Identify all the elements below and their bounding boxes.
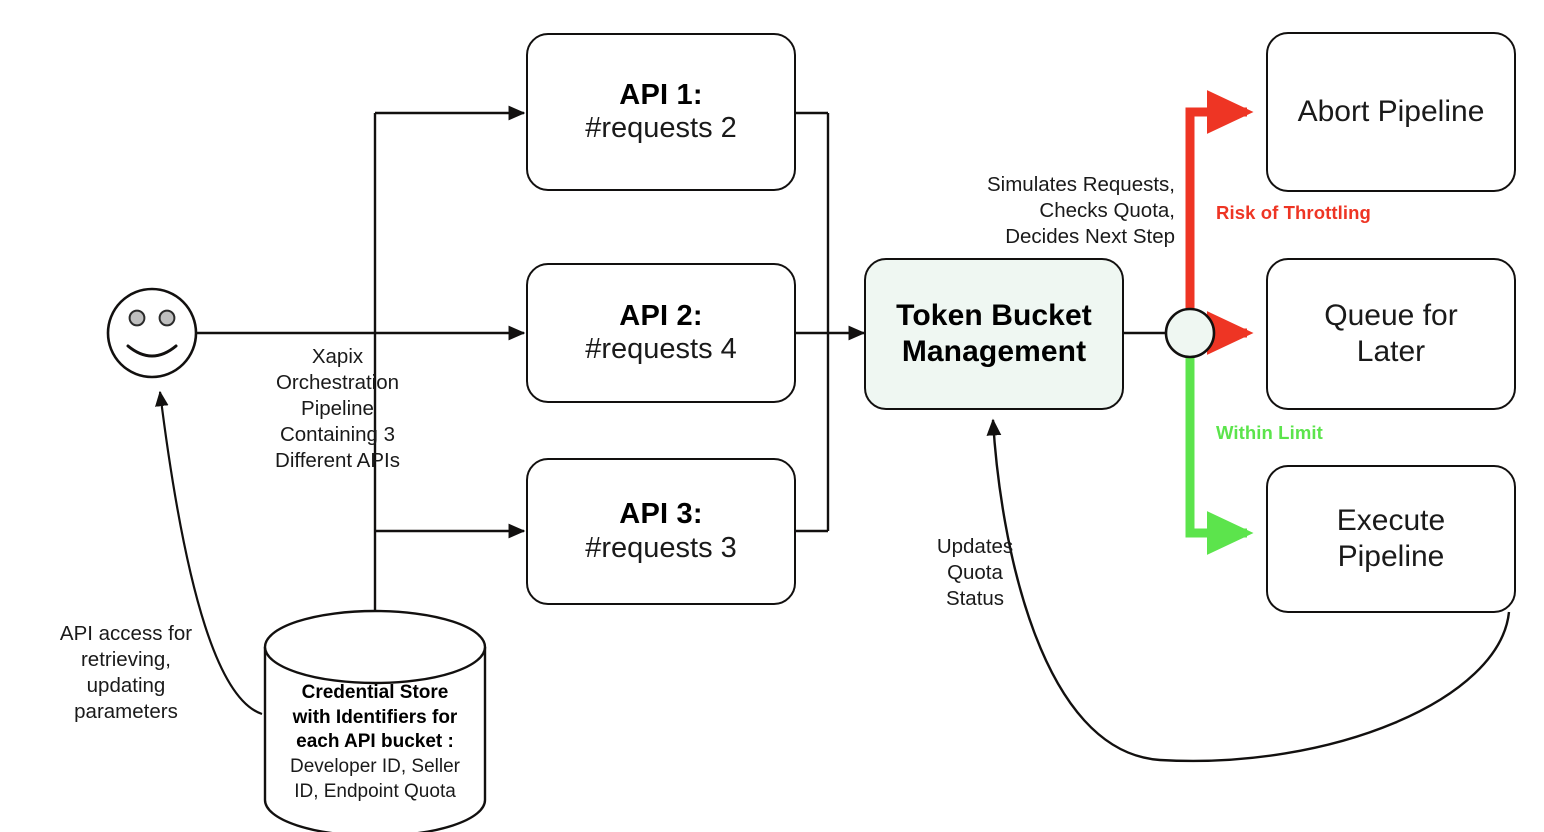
pipeline-label-line-4: Containing 3 — [279, 423, 396, 447]
credential-store-cylinder — [263, 609, 487, 832]
pipeline-description-label: Xapix Orchestration Pipeline Containing … — [245, 344, 430, 474]
api-node-3-title: API 3: — [619, 498, 703, 531]
credential-store-bold-line-1: Credential Store — [301, 682, 449, 703]
outcome-execute-label-line-2: Pipeline — [1337, 540, 1445, 573]
smiley-user-icon — [106, 287, 198, 379]
credential-access-line-2: retrieving, — [80, 648, 171, 672]
pipeline-label-line-3: Pipeline — [301, 397, 374, 421]
credential-access-line-3: updating — [86, 674, 166, 698]
credential-store-regular-line-2: ID, Endpoint Quota — [294, 780, 456, 802]
api-node-1-subtitle: #requests 2 — [585, 112, 737, 145]
credential-store-bold-line-3: each API bucket : — [296, 731, 454, 753]
edge-store-to-user-access — [155, 390, 263, 716]
credential-access-line-4: parameters — [74, 700, 178, 724]
api-node-1[interactable]: API 1: #requests 2 — [526, 33, 796, 191]
api-node-3-subtitle: #requests 3 — [585, 531, 737, 564]
credential-access-label: API access for retrieving, updating para… — [28, 621, 224, 725]
credential-access-line-1: API access for — [59, 622, 193, 645]
branch-label-within-limit: Within Limit — [1216, 422, 1323, 443]
feedback-label-line-3: Status — [945, 587, 1005, 611]
token-bucket-annotation: Simulates Requests, Checks Quota, Decide… — [955, 172, 1175, 250]
decision-circle[interactable] — [1164, 307, 1216, 359]
token-bucket-annotation-line-3: Decides Next Step — [1005, 225, 1175, 249]
token-bucket-title-line-1: Token Bucket — [896, 299, 1092, 332]
api-node-1-title: API 1: — [619, 78, 703, 111]
pipeline-label-line-5: Different APIs — [275, 449, 400, 473]
api-node-2-title: API 2: — [619, 299, 703, 332]
outcome-node-queue-for-later[interactable]: Queue for Later — [1266, 258, 1516, 410]
api-node-3[interactable]: API 3: #requests 3 — [526, 458, 796, 605]
feedback-label-line-1: Updates — [936, 535, 1014, 558]
feedback-label-line-2: Quota — [947, 561, 1003, 585]
branch-label-risk-of-throttling: Risk of Throttling — [1216, 202, 1371, 223]
api-node-2-subtitle: #requests 4 — [585, 333, 737, 366]
feedback-label-updates-quota-status: Updates Quota Status — [920, 534, 1030, 612]
api-node-2[interactable]: API 2: #requests 4 — [526, 263, 796, 403]
edge-decision-to-execute-green — [1185, 357, 1254, 555]
pipeline-label-line-2: Orchestration — [275, 371, 400, 395]
token-bucket-node[interactable]: Token Bucket Management — [864, 258, 1124, 410]
pipeline-label-line-1: Xapix — [311, 345, 364, 368]
outcome-node-abort-pipeline[interactable]: Abort Pipeline — [1266, 32, 1516, 192]
outcome-queue-label-line-2: Later — [1356, 335, 1426, 368]
outcome-abort-label: Abort Pipeline — [1297, 95, 1485, 128]
edge-decision-to-abort-red — [1185, 90, 1254, 309]
outcome-queue-label-line-1: Queue for — [1324, 299, 1458, 332]
token-bucket-title-line-2: Management — [901, 335, 1087, 368]
credential-store-text: Credential Store with Identifiers for ea… — [255, 681, 495, 804]
credential-store-regular-line-1: Developer ID, Seller — [289, 756, 461, 778]
credential-store-bold-line-2: with Identifiers for — [292, 706, 458, 728]
outcome-node-execute-pipeline[interactable]: Execute Pipeline — [1266, 465, 1516, 613]
outcome-execute-label-line-1: Execute — [1336, 504, 1446, 537]
token-bucket-annotation-line-1: Simulates Requests, — [986, 173, 1175, 196]
edge-execute-feedback-to-token-bucket — [986, 418, 1511, 763]
token-bucket-annotation-line-2: Checks Quota, — [1039, 199, 1175, 223]
